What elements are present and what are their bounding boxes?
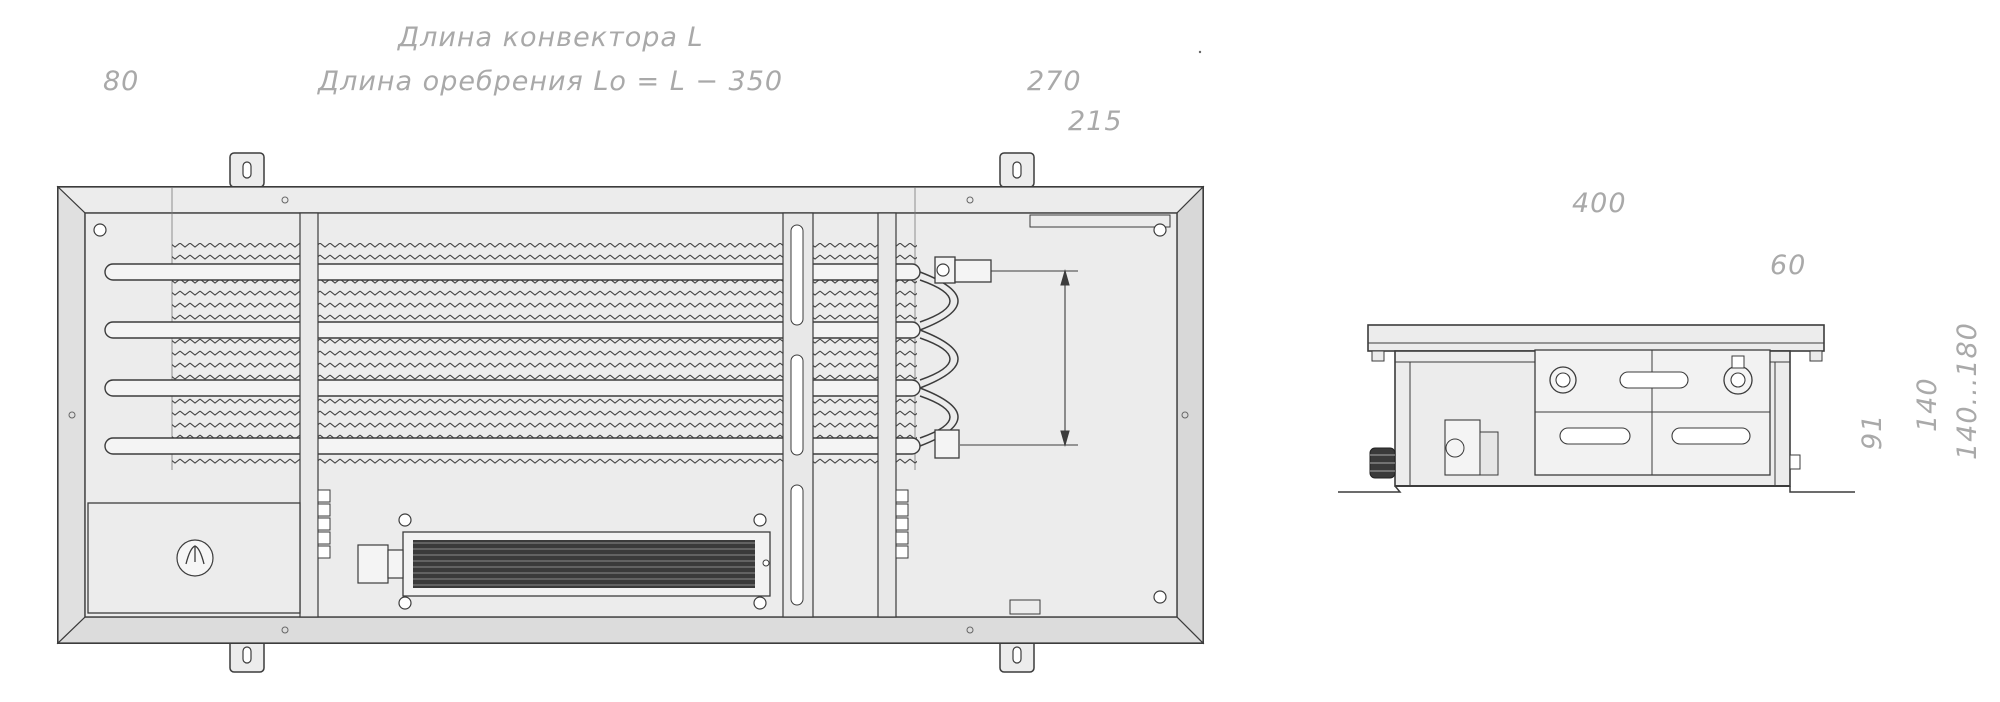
label-convector-length: Длина конвектора L <box>398 22 704 53</box>
label-dim-400: 400 <box>1572 188 1627 219</box>
corner-screw-icon <box>93 223 1167 610</box>
cable-gland-icon <box>1369 447 1396 479</box>
mount-bracket-top-left <box>229 152 265 188</box>
label-dim-60: 60 <box>1770 250 1807 281</box>
side-grille <box>1367 324 1825 352</box>
side-pipe-connection <box>1549 355 1753 395</box>
reference-dot <box>1198 50 1202 54</box>
side-view <box>1338 324 1855 493</box>
top-view <box>56 152 1205 673</box>
label-dim-80: 80 <box>103 66 140 97</box>
tangential-fan-unit <box>357 531 771 597</box>
support-right <box>877 212 897 618</box>
terminal-blocks <box>317 489 909 559</box>
label-fin-length: Длина оребрения Lo = L − 350 <box>318 66 784 97</box>
label-dim-215: 215 <box>1068 106 1123 137</box>
support-left <box>299 212 319 618</box>
mount-bracket-bottom-right <box>999 637 1035 673</box>
label-dim-270: 270 <box>1027 66 1082 97</box>
brand-logo-icon <box>176 539 214 577</box>
valve-fitting-icon <box>934 256 992 459</box>
mount-bracket-top-right <box>999 152 1035 188</box>
connection-spacing-dimension <box>960 268 1078 448</box>
pipe-u-bends <box>919 271 959 447</box>
